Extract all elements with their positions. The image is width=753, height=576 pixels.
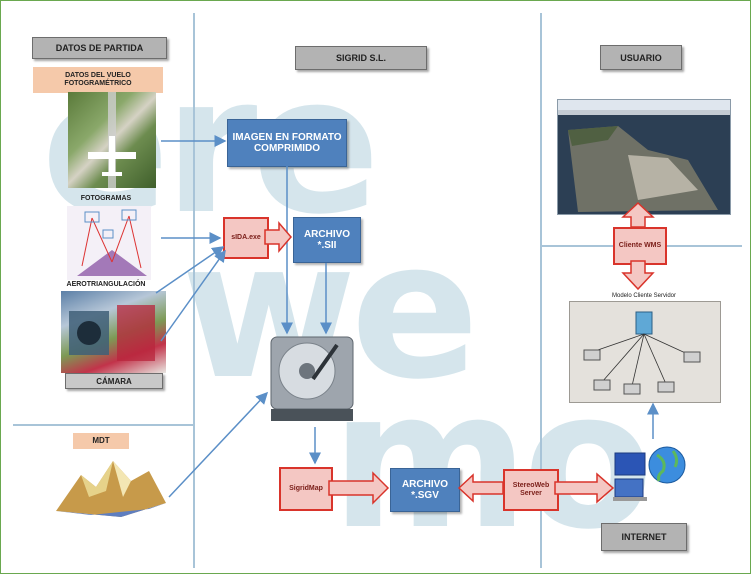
arrow-sida-to-sii (264, 220, 292, 254)
terrain-icon (56, 461, 166, 517)
divider-left (193, 13, 195, 568)
arrow-camera-to-sida (155, 246, 225, 294)
box-stereoweb-server: StereoWeb Server (503, 469, 559, 511)
hard-drive-icon (270, 336, 354, 421)
arrow-camera2-to-sida (160, 249, 226, 342)
client-server-network-icon (583, 311, 701, 395)
user-screenshot-image (557, 99, 731, 215)
arrow-wms-down (621, 260, 655, 291)
label-modelo-cliente-servidor: Modelo Cliente Servidor (611, 293, 677, 299)
header-datos-de-partida: DATOS DE PARTIDA (32, 37, 167, 59)
arrow-stereoweb-to-internet (554, 472, 615, 504)
arrow-mdt-to-disk (168, 391, 269, 498)
globe-computer-icon (613, 446, 686, 501)
label-mdt: MDT (73, 433, 129, 449)
terrain-model-image (51, 453, 171, 519)
map-viewer-icon (558, 100, 730, 212)
header-usuario: USUARIO (600, 45, 682, 70)
divider-right (540, 13, 542, 568)
label-aerotriangulacion: AEROTRIANGULACIÓN (66, 281, 146, 288)
camera-icon (69, 305, 155, 361)
photogram-diagram-image (67, 206, 151, 280)
box-archivo-sii: ARCHIVO *.SII (293, 217, 361, 263)
aerial-photo-image (68, 92, 156, 188)
label-internet: INTERNET (601, 523, 687, 551)
box-imagen-comprimida: IMAGEN EN FORMATO COMPRIMIDO (227, 119, 347, 167)
box-archivo-sgv: ARCHIVO *.SGV (390, 468, 460, 512)
client-server-image (569, 301, 721, 403)
label-flight-data: DATOS DEL VUELO FOTOGRAMÉTRICO (33, 67, 163, 93)
hard-drive-image (267, 333, 357, 425)
aerotriangulation-icon (77, 209, 147, 276)
arrow-sigridmap-to-sgv (328, 471, 390, 505)
box-sigridmap: SigridMap (279, 467, 333, 511)
label-camara: CÁMARA (65, 373, 163, 389)
arrow-wms-up (621, 201, 655, 228)
internet-computers-image (613, 441, 693, 505)
header-sigrid: SIGRID S.L. (295, 46, 427, 70)
divider-left-horizontal (13, 424, 193, 426)
camera-photo-image (61, 291, 166, 373)
arrow-sgv-stereoweb-double (457, 473, 504, 503)
airplane-icon (88, 92, 136, 188)
label-fotogramas: FOTOGRAMAS (80, 195, 132, 202)
